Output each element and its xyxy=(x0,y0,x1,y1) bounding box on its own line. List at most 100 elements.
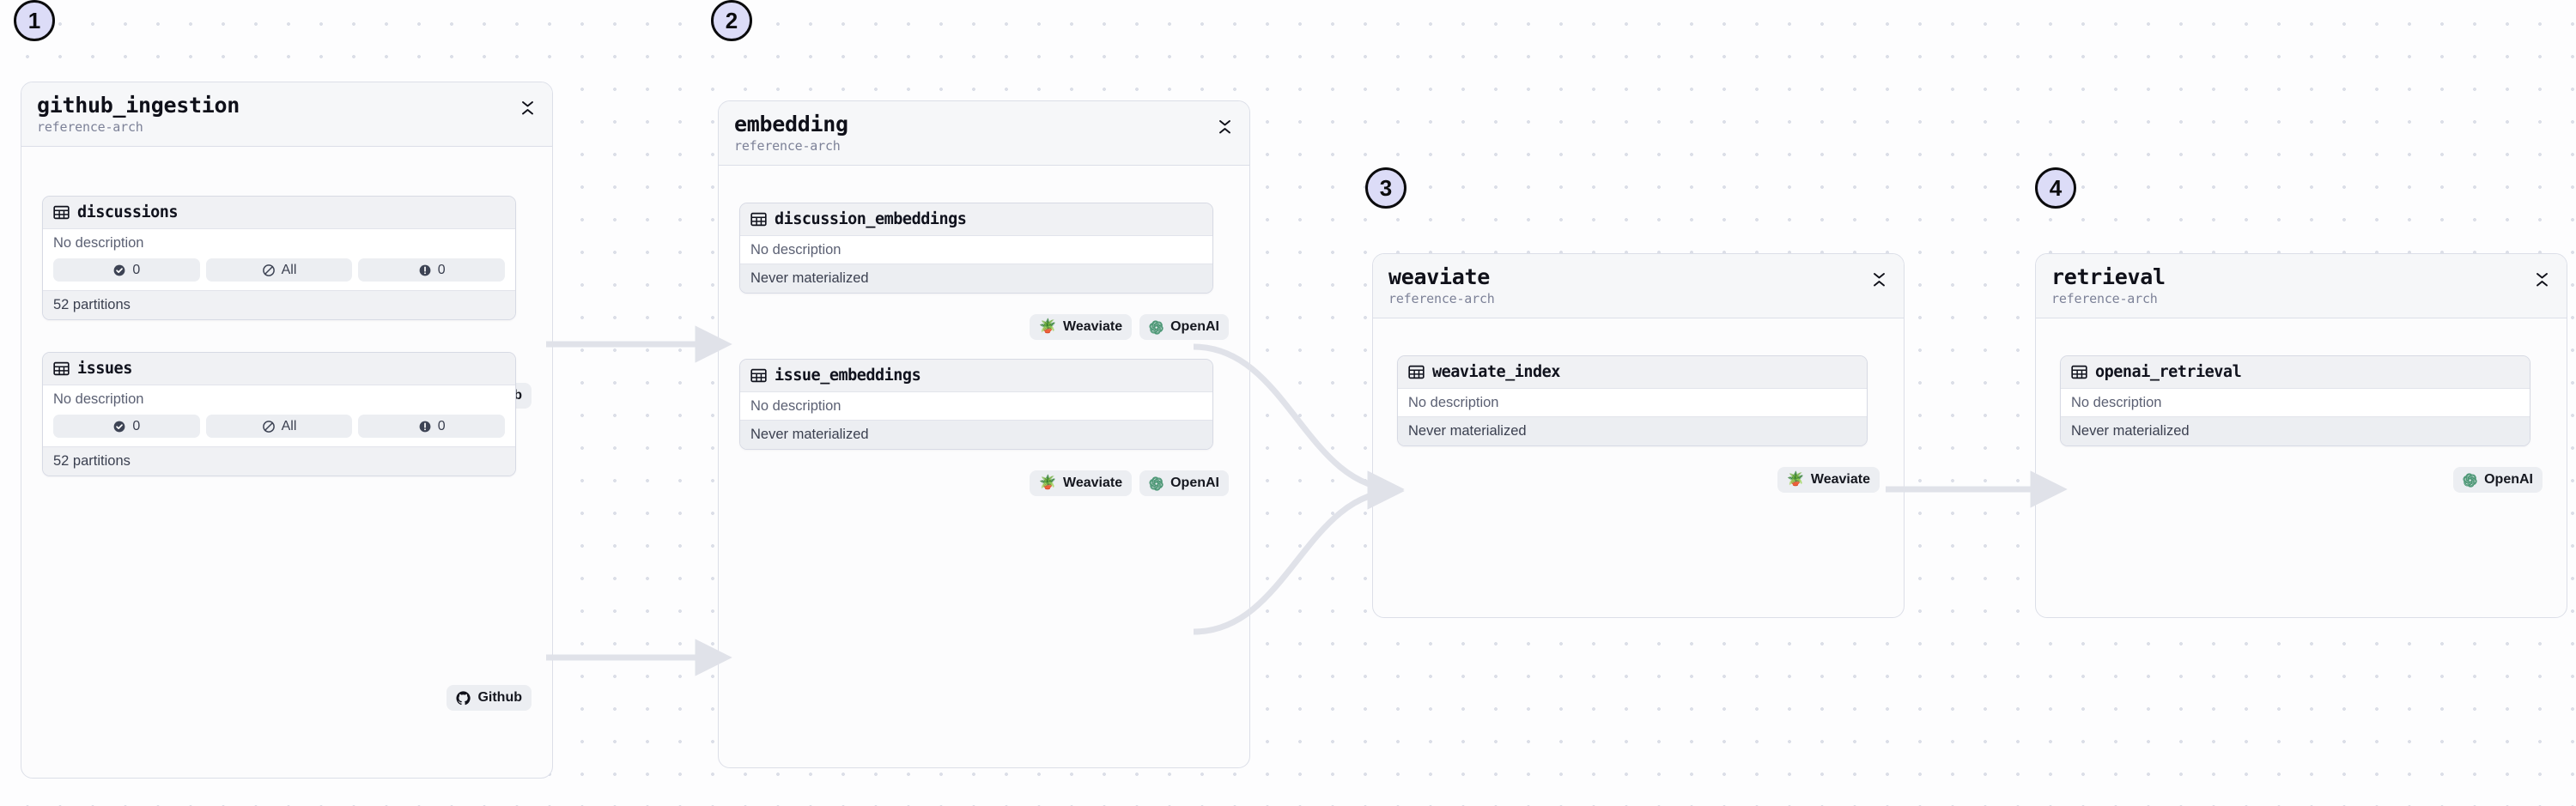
asset-partitions: 52 partitions xyxy=(43,446,515,476)
weaviate-icon: 🪴 xyxy=(1039,319,1057,335)
asset-card-issue-embeddings[interactable]: issue_embeddings No description Never ma… xyxy=(739,359,1213,451)
asset-header: openai_retrieval xyxy=(2061,356,2530,390)
tag-github[interactable]: Github xyxy=(447,685,532,712)
asset-name: issue_embeddings xyxy=(775,367,921,385)
group-subtitle: reference-arch xyxy=(734,138,841,155)
github-icon xyxy=(456,691,471,705)
group-title: retrieval xyxy=(2051,264,2166,289)
group-body-retrieval: openai_retrieval No description Never ma… xyxy=(2036,318,2567,617)
exclamation-circle-icon xyxy=(419,264,431,276)
asset-description: No description xyxy=(43,385,515,414)
collapse-chevrons-icon[interactable] xyxy=(1215,113,1234,139)
group-retrieval[interactable]: retrieval reference-arch openai_retrieva… xyxy=(2035,253,2567,618)
collapse-chevrons-icon[interactable] xyxy=(2532,266,2551,292)
asset-name: weaviate_index xyxy=(1432,363,1560,382)
asset-header: issue_embeddings xyxy=(740,360,1212,393)
tag-openai[interactable]: OpenAI xyxy=(1139,314,1229,341)
asset-card-openai-retrieval[interactable]: openai_retrieval No description Never ma… xyxy=(2060,355,2530,447)
chip-failed-count[interactable]: 0 xyxy=(358,415,506,439)
chip-missing-count[interactable]: All xyxy=(205,415,353,439)
asset-tags-openai-retrieval: OpenAI xyxy=(2453,467,2543,494)
chip-materialized-count[interactable]: 0 xyxy=(53,415,200,439)
chip-label: 0 xyxy=(132,262,141,277)
asset-card-discussions[interactable]: discussions No description 0 xyxy=(42,196,516,321)
tag-weaviate[interactable]: 🪴 Weaviate xyxy=(1777,467,1880,494)
openai-icon xyxy=(1149,476,1163,491)
chip-label: All xyxy=(281,262,297,277)
slash-circle-icon xyxy=(262,420,275,433)
tag-label: Github xyxy=(477,690,522,706)
group-body-embedding: discussion_embeddings No description Nev… xyxy=(719,166,1249,767)
tag-weaviate[interactable]: 🪴 Weaviate xyxy=(1030,470,1133,497)
exclamation-circle-icon xyxy=(419,421,431,433)
asset-card-issues[interactable]: issues No description 0 xyxy=(42,352,516,477)
asset-description: No description xyxy=(2061,389,2530,417)
asset-name: issues xyxy=(77,360,132,379)
asset-description: No description xyxy=(43,229,515,258)
check-circle-icon xyxy=(113,264,125,276)
table-icon xyxy=(53,362,70,376)
tag-label: OpenAI xyxy=(1170,476,1219,491)
table-icon xyxy=(750,369,767,383)
group-github-ingestion[interactable]: github_ingestion reference-arch discussi… xyxy=(21,82,553,779)
tag-openai[interactable]: OpenAI xyxy=(1139,470,1229,497)
slash-circle-icon xyxy=(262,264,275,276)
tag-label: OpenAI xyxy=(1170,319,1219,335)
step-badge-4: 4 xyxy=(2035,167,2076,209)
asset-materialization-status: Never materialized xyxy=(740,264,1212,294)
asset-tags-weaviate-index: 🪴 Weaviate xyxy=(1777,467,1880,494)
asset-header: issues xyxy=(43,353,515,386)
group-header-embedding: embedding reference-arch xyxy=(719,101,1249,167)
tag-label: OpenAI xyxy=(2484,472,2533,488)
asset-description: No description xyxy=(740,392,1212,421)
asset-card-discussion-embeddings[interactable]: discussion_embeddings No description Nev… xyxy=(739,203,1213,294)
asset-name: openai_retrieval xyxy=(2095,363,2242,382)
group-title: github_ingestion xyxy=(37,93,240,118)
asset-description: No description xyxy=(1398,389,1867,417)
chip-label: 0 xyxy=(437,262,446,277)
step-badge-1: 1 xyxy=(14,0,55,41)
group-body-github-ingestion: discussions No description 0 xyxy=(21,147,552,778)
asset-header: discussion_embeddings xyxy=(740,203,1212,237)
chip-materialized-count[interactable]: 0 xyxy=(53,258,200,282)
group-subtitle: reference-arch xyxy=(1388,291,1495,307)
group-subtitle: reference-arch xyxy=(37,119,143,136)
asset-materialization-status: Never materialized xyxy=(1398,416,1867,446)
asset-card-weaviate-index[interactable]: weaviate_index No description Never mate… xyxy=(1397,355,1868,447)
table-icon xyxy=(1408,366,1425,379)
group-header-weaviate: weaviate reference-arch xyxy=(1373,254,1904,319)
table-icon xyxy=(750,213,767,227)
group-weaviate[interactable]: weaviate reference-arch weaviate_index N… xyxy=(1372,253,1905,618)
asset-status-chips: 0 All xyxy=(43,257,515,291)
collapse-chevrons-icon[interactable] xyxy=(1869,266,1888,292)
group-subtitle: reference-arch xyxy=(2051,291,2158,307)
group-title: embedding xyxy=(734,112,848,136)
step-badge-2: 2 xyxy=(711,0,752,41)
tag-label: Weaviate xyxy=(1810,472,1870,488)
asset-name: discussion_embeddings xyxy=(775,210,967,229)
tag-label: Weaviate xyxy=(1063,319,1123,335)
group-header-retrieval: retrieval reference-arch xyxy=(2036,254,2567,319)
weaviate-icon: 🪴 xyxy=(1787,472,1804,488)
group-embedding[interactable]: embedding reference-arch discussion_embe… xyxy=(718,100,1250,768)
table-icon xyxy=(53,206,70,220)
asset-status-chips: 0 All xyxy=(43,413,515,447)
asset-tags-issue-embeddings: 🪴 Weaviate OpenAI xyxy=(1030,470,1229,497)
openai-icon xyxy=(2463,473,2477,488)
tag-label: Weaviate xyxy=(1063,476,1123,491)
asset-partitions: 52 partitions xyxy=(43,290,515,320)
asset-materialization-status: Never materialized xyxy=(740,420,1212,450)
chip-label: 0 xyxy=(437,418,446,433)
chip-failed-count[interactable]: 0 xyxy=(358,258,506,282)
asset-tags-discussion-embeddings: 🪴 Weaviate OpenAI xyxy=(1030,314,1229,341)
chip-label: All xyxy=(281,418,297,433)
asset-header: discussions xyxy=(43,197,515,230)
group-title: weaviate xyxy=(1388,264,1491,289)
tag-openai[interactable]: OpenAI xyxy=(2453,467,2543,494)
weaviate-icon: 🪴 xyxy=(1039,476,1057,491)
asset-tags-issues: Github xyxy=(447,685,532,712)
chip-missing-count[interactable]: All xyxy=(205,258,353,282)
collapse-chevrons-icon[interactable] xyxy=(518,94,537,120)
tag-weaviate[interactable]: 🪴 Weaviate xyxy=(1030,314,1133,341)
